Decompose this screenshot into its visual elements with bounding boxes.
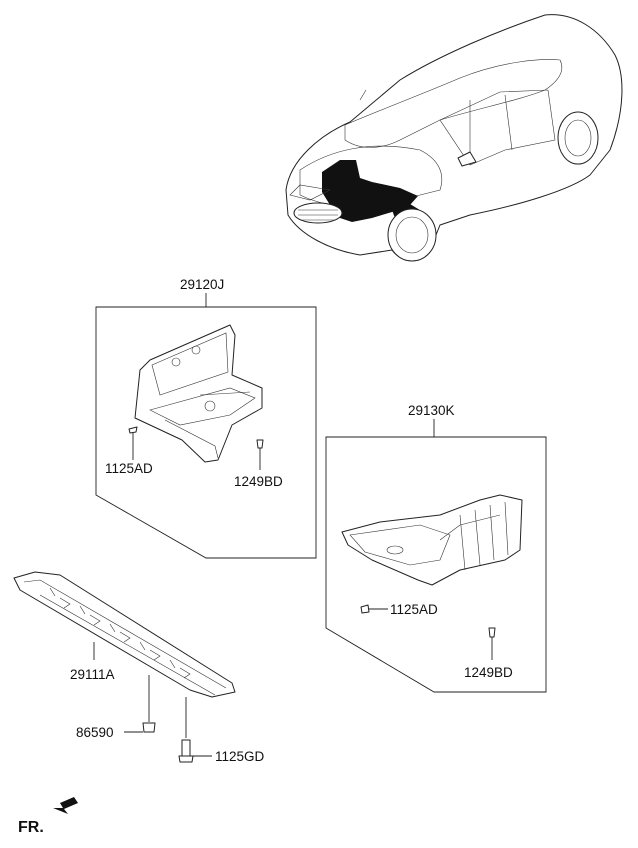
label-29130k: 29130K xyxy=(408,403,455,418)
side-under-cover xyxy=(341,494,523,586)
arrow-down-left-icon xyxy=(53,797,78,814)
label-front-1249bd: 1249BD xyxy=(234,474,283,489)
label-fr: FR. xyxy=(18,819,44,836)
engine-under-cover xyxy=(134,324,263,463)
label-1125gd: 1125GD xyxy=(215,749,265,764)
hood-shaded-area xyxy=(322,160,418,222)
label-29111a: 29111A xyxy=(70,667,115,682)
label-front-1125ad: 1125AD xyxy=(105,461,153,476)
label-29120j: 29120J xyxy=(180,277,224,292)
label-86590: 86590 xyxy=(76,725,114,740)
group-front-frame xyxy=(95,306,317,559)
label-rear-1249bd: 1249BD xyxy=(464,665,513,680)
front-direction-indicator: FR. xyxy=(18,797,78,836)
group-main-cover: 29111A 86590 1125GD xyxy=(13,571,265,764)
group-rear-frame xyxy=(325,436,547,693)
label-rear-1125ad: 1125AD xyxy=(390,602,438,617)
car-illustration xyxy=(285,14,623,262)
group-rear-cover: 29130K 1125AD 1249BD xyxy=(325,403,547,693)
group-front-cover: 29120J 1125AD 1249BD xyxy=(95,277,317,559)
